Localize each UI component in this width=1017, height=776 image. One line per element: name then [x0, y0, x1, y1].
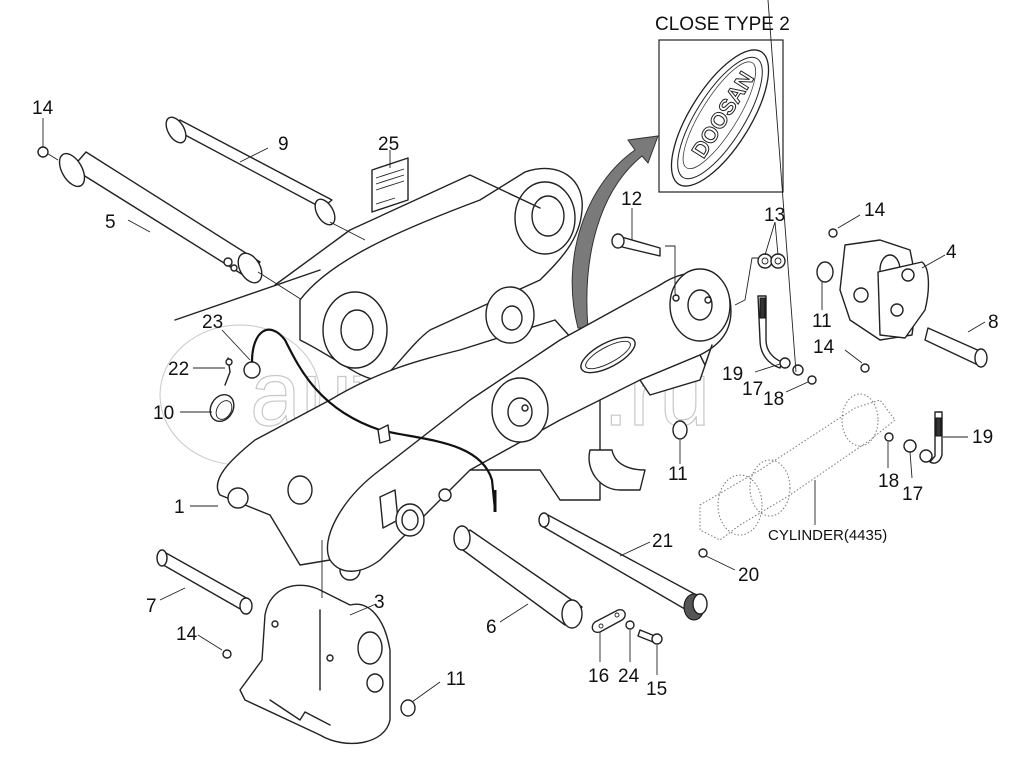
part-19-hose-lower — [919, 411, 943, 464]
part-22-clip — [224, 357, 233, 386]
callout-14: 14 — [176, 624, 198, 645]
doosan-badge-small-icon — [580, 336, 636, 374]
inset-close-type-2: CLOSE TYPE 2 DOOSAN — [655, 14, 790, 193]
cylinder-label: CYLINDER(4435) — [768, 527, 887, 544]
callout-4: 4 — [946, 242, 957, 263]
callout-24: 24 — [618, 666, 640, 687]
callout-14: 14 — [32, 98, 54, 119]
part-23-safety-cable — [243, 328, 497, 512]
callout-11: 11 — [668, 464, 688, 485]
callout-15: 15 — [646, 679, 667, 700]
callout-6: 6 — [486, 617, 497, 638]
callout-11: 11 — [812, 311, 832, 332]
callout-22: 22 — [168, 359, 189, 380]
part-11-ring-mid — [672, 420, 688, 440]
callout-23: 23 — [202, 312, 223, 333]
part-3-bracket — [239, 584, 391, 745]
part-14-grease-nipple — [37, 146, 49, 158]
part-10-snap-ring — [209, 393, 235, 423]
part-16-plate — [591, 608, 626, 634]
inset-title: CLOSE TYPE 2 — [655, 14, 790, 35]
part-7-pin — [156, 549, 253, 615]
callout-14: 14 — [864, 200, 886, 221]
part-17-fitting-lower — [903, 439, 917, 453]
part-20-grease-nipple — [698, 548, 708, 558]
part-14-grease-nipple-mid — [860, 363, 870, 373]
part-14-grease-nipple-low — [222, 649, 232, 659]
cylinder-ghost — [699, 393, 896, 541]
callout-16: 16 — [588, 666, 609, 687]
callout-21: 21 — [652, 531, 673, 552]
callout-10: 10 — [153, 403, 174, 424]
part-6-pin — [453, 525, 583, 629]
part-21-lock-pin — [538, 512, 708, 621]
callout-25: 25 — [378, 134, 399, 155]
callout-17: 17 — [742, 379, 763, 400]
part-front-plate — [326, 268, 732, 572]
callout-18: 18 — [763, 389, 784, 410]
part-17-fitting-upper — [792, 364, 804, 376]
part-18-oring-upper — [807, 375, 817, 385]
callout-19: 19 — [972, 427, 993, 448]
part-19-hose-upper — [757, 295, 791, 369]
part-11-ring-right — [816, 261, 834, 283]
part-25-label-plate — [371, 157, 409, 213]
callout-17: 17 — [902, 484, 923, 505]
part-12-bolt — [611, 233, 677, 297]
callout-3: 3 — [374, 592, 385, 613]
callout-19: 19 — [722, 364, 743, 385]
part-11-ring-low — [400, 699, 416, 717]
callout-14: 14 — [813, 337, 835, 358]
part-15-bolt — [637, 629, 663, 645]
part-5-pin — [44, 151, 311, 306]
callout-labels: 14 9 5 25 12 13 14 4 11 8 14 19 17 18 18… — [32, 98, 999, 700]
callout-8: 8 — [988, 312, 999, 333]
callout-13: 13 — [764, 205, 785, 226]
part-14-grease-nipple-right — [828, 228, 838, 238]
callout-18: 18 — [878, 471, 899, 492]
callout-20: 20 — [738, 565, 759, 586]
callout-1: 1 — [174, 497, 185, 518]
callout-11: 11 — [446, 669, 466, 690]
part-24-washer — [625, 620, 635, 630]
callout-7: 7 — [146, 596, 157, 617]
callout-9: 9 — [278, 134, 289, 155]
part-18-oring-lower — [884, 432, 894, 442]
part-8-pin — [924, 327, 988, 368]
callout-12: 12 — [621, 189, 642, 210]
callout-arrow-icon — [571, 135, 659, 329]
leader-lines — [42, 0, 986, 703]
part-4-block — [839, 239, 930, 341]
callout-5: 5 — [105, 212, 116, 233]
